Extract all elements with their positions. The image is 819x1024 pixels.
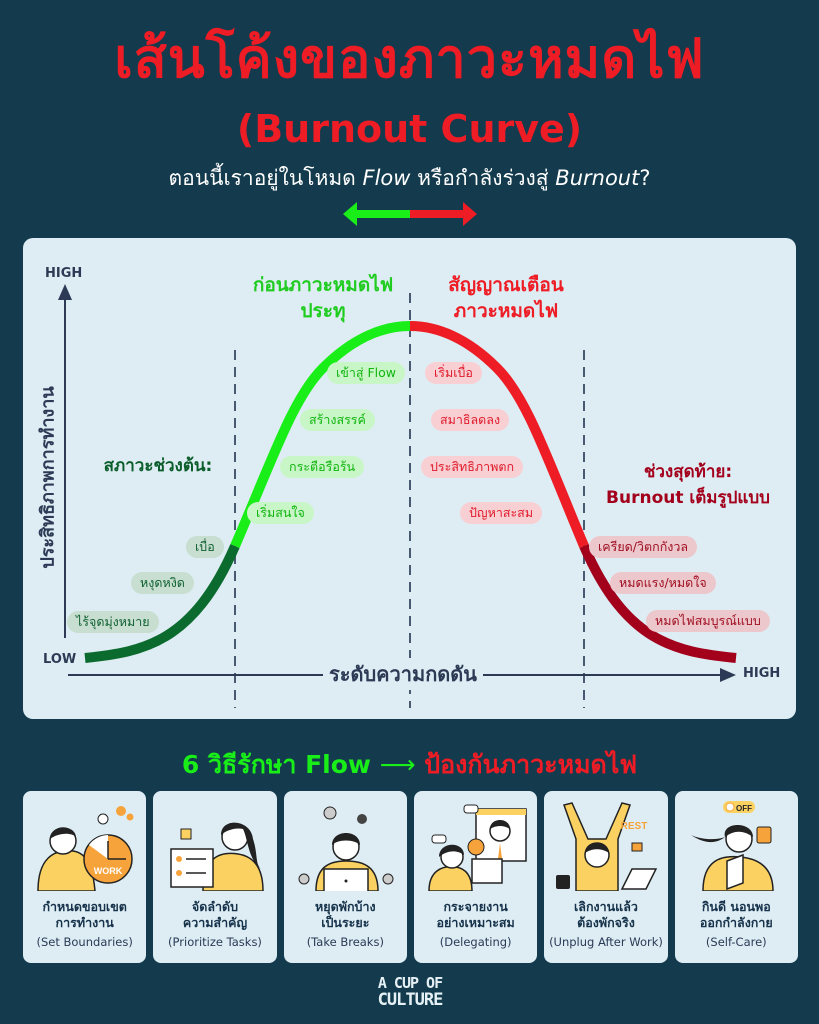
stage-label: สร้างสรรค์ <box>300 409 375 431</box>
tip-title-th: กินดี นอนพอออกกำลังกาย <box>699 899 773 930</box>
stage-label: เครียด/วิตกกังวล <box>589 536 698 558</box>
stage-label: หมดแรง/หมดใจ <box>610 572 716 594</box>
phase-title-line: ภาวะหมดไฟ <box>453 300 559 322</box>
tip-title-th: กำหนดขอบเขตการทำงาน <box>42 899 127 930</box>
stage-label: ประสิทธิภาพตก <box>421 456 524 478</box>
phase-title-line: ก่อนภาวะหมดไฟ <box>252 274 394 296</box>
logo-line1: A CUP OF <box>377 974 443 992</box>
tip-title-th: หยุดพักบ้างเป็นระยะ <box>315 899 376 930</box>
page-title: เส้นโค้งของภาวะหมดไฟ <box>114 27 705 90</box>
stage-label: เริ่มเบื่อ <box>425 362 482 384</box>
tip-card-take-breaks: หยุดพักบ้างเป็นระยะ (Take Breaks) <box>283 791 407 963</box>
svg-text:WORK: WORK <box>94 866 123 876</box>
burnout-chart-panel: HIGH LOW HIGH ระดับความกดดัน ประสิทธิภาพ… <box>23 238 796 719</box>
svg-text:REST: REST <box>621 821 648 832</box>
subtitle-part: ตอนนี้เราอยู่ในโหมด <box>168 166 363 190</box>
y-axis-low-label: LOW <box>43 652 77 667</box>
subtitle-part: หรือกำลังร่วงสู่ <box>410 166 556 190</box>
tip-title-en: (Prioritize Tasks) <box>168 935 262 949</box>
phase-title-line: Burnout เต็มรูปแบบ <box>606 488 770 508</box>
stage-label: เบื่อ <box>186 536 224 558</box>
tips-grid: WORK กำหนดขอบเขตการทำงาน (Set Boundaries… <box>23 791 798 963</box>
stage-label: เริ่มสนใจ <box>247 502 314 524</box>
stage-label: กระตือรือร้น <box>280 456 365 478</box>
logo-line2: CULTURE <box>377 990 444 1010</box>
tip-card-prioritize-tasks: จัดลำดับความสำคัญ (Prioritize Tasks) <box>153 791 277 963</box>
tip-card-unplug-after-work: REST เลิกงานแล้วต้องพักจริง (Unplug Afte… <box>544 791 668 963</box>
phase-title-line: สัญญาณเตือน <box>448 274 564 296</box>
tip-title-en: (Set Boundaries) <box>36 935 133 949</box>
phase-title-final: ช่วงสุดท้าย: Burnout เต็มรูปแบบ <box>588 459 788 511</box>
stage-label: ปัญหาสะสม <box>460 502 543 524</box>
svg-text:OFF: OFF <box>736 804 752 813</box>
x-axis-title: ระดับความกดดัน <box>323 658 483 690</box>
y-axis-title: ประสิทธิภาพการทำงาน <box>32 367 62 588</box>
stage-label: ไร้จุดมุ่งหมาย <box>67 611 159 633</box>
tip-title-th: เลิกงานแล้วต้องพักจริง <box>574 899 638 930</box>
delegating-illustration-icon <box>428 804 527 891</box>
phase-title-line: ช่วงสุดท้าย: <box>643 462 733 482</box>
tip-card-set-boundaries: WORK กำหนดขอบเขตการทำงาน (Set Boundaries… <box>23 791 147 963</box>
stage-label: เข้าสู่ Flow <box>327 362 405 384</box>
stage-label: สมาธิลดลง <box>431 409 510 431</box>
tip-title-th: จัดลำดับความสำคัญ <box>182 899 248 930</box>
x-axis-high-label: HIGH <box>743 666 781 681</box>
tip-title-en: (Delegating) <box>439 935 512 949</box>
tip-card-delegating: กระจายงานอย่างเหมาะสม (Delegating) <box>413 791 538 963</box>
tips-title-green: 6 วิธีรักษา Flow <box>181 750 372 779</box>
rest-stretch-illustration-icon: REST <box>556 802 658 891</box>
self-care-illustration-icon: OFF <box>690 801 774 891</box>
tip-title-th: กระจายงานอย่างเหมาะสม <box>436 899 515 930</box>
double-arrow-icon <box>343 202 477 226</box>
subtitle-part: ? <box>639 166 651 190</box>
tips-title-red: ป้องกันภาวะหมดไฟ <box>424 750 638 779</box>
checklist-illustration-icon <box>170 822 265 891</box>
tips-section-title: 6 วิธีรักษา Flow ⟶ ป้องกันภาวะหมดไฟ <box>0 747 819 783</box>
y-axis-high-label: HIGH <box>45 266 83 281</box>
clock-work-illustration-icon: WORK <box>37 806 134 891</box>
stage-label: หมดไฟสมบูรณ์แบบ <box>646 610 770 632</box>
phase-title-warning: สัญญาณเตือน ภาวะหมดไฟ <box>411 272 601 324</box>
phase-title-line: ประทุ <box>300 300 346 322</box>
tip-card-self-care: OFF กินดี นอนพอออกกำลังกาย (Self-Care) <box>674 791 798 963</box>
subtitle-flow: Flow <box>362 166 411 190</box>
phase-title-pre-burnout: ก่อนภาวะหมดไฟ ประทุ <box>228 272 418 324</box>
page-title-english: (Burnout Curve) <box>236 107 583 151</box>
brand-logo: A CUP OF CULTURE <box>370 975 450 1009</box>
subtitle-burnout: Burnout <box>555 166 640 190</box>
phase-title-early: สภาวะช่วงต้น: <box>103 456 213 476</box>
tip-title-en: (Self-Care) <box>705 935 767 949</box>
tip-title-en: (Unplug After Work) <box>549 935 663 949</box>
laptop-break-illustration-icon <box>298 806 394 891</box>
subtitle: ตอนนี้เราอยู่ในโหมด Flow หรือกำลังร่วงสู… <box>0 162 819 194</box>
tip-title-en: (Take Breaks) <box>306 935 384 949</box>
stage-label: หงุดหงิด <box>131 572 194 594</box>
right-arrow-icon: ⟶ <box>379 750 416 779</box>
